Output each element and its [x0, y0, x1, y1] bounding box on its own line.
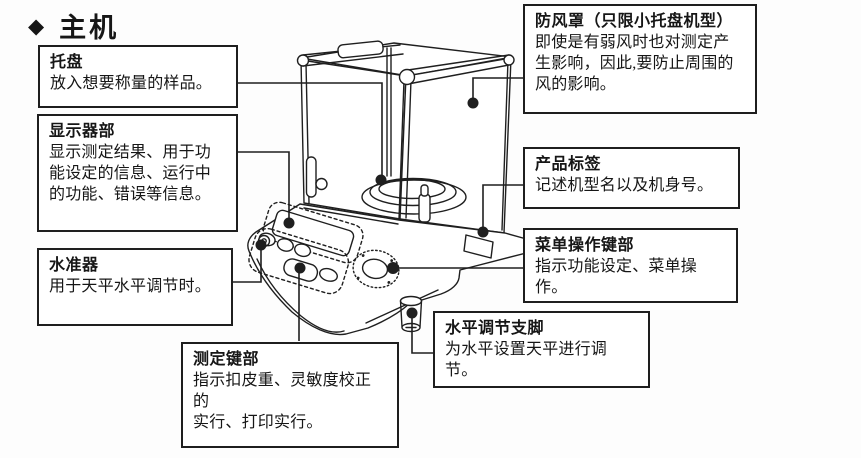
callout-pan-body: 放入想要称量的样品。 [50, 75, 213, 92]
dot-foot [406, 307, 418, 319]
callout-pan: 托盘 放入想要称量的样品。 [38, 45, 238, 108]
callout-menu-keys-body: 指示功能设定、菜单操作。 [535, 258, 698, 296]
product-label-plate [463, 234, 494, 259]
connector-pan [238, 82, 383, 178]
callout-measuring-keys-body: 指示扣皮重、灵敏度校正的 实行、打印实行。 [193, 372, 372, 431]
dot-measuring [294, 262, 306, 274]
page-title: 主机 [59, 13, 120, 43]
menu-dial [352, 249, 400, 289]
callout-menu-keys: 菜单操作键部 指示功能设定、菜单操作。 [523, 228, 738, 303]
leveling-foot-part [399, 295, 423, 333]
connector-display [238, 151, 290, 221]
callout-windshield-title: 防风罩（只限小托盘机型） [535, 13, 734, 30]
connector-level [233, 246, 262, 283]
dot-menu [387, 262, 399, 274]
callout-product-label-body: 记述机型名以及机身号。 [535, 177, 714, 194]
callout-pan-title: 托盘 [50, 54, 84, 71]
callout-measuring-keys: 测定键部 指示扣皮重、灵敏度校正的 实行、打印实行。 [181, 342, 399, 448]
callout-level-body: 用于天平水平调节时。 [49, 278, 212, 295]
callout-leveling-foot-body: 为水平设置天平进行调节。 [445, 341, 608, 379]
connector-label [482, 184, 523, 230]
draft-shield [296, 40, 515, 234]
dot-label [477, 226, 489, 238]
connector-foot [411, 315, 433, 354]
callout-windshield: 防风罩（只限小托盘机型） 即使是有弱风时也对测定产 生影响，因此,要防止周围的 … [523, 4, 757, 114]
door-handle [305, 156, 328, 198]
weighing-pan [361, 177, 467, 223]
dot-windshield [467, 97, 479, 109]
callout-level-title: 水准器 [49, 257, 99, 274]
callout-windshield-body: 即使是有弱风时也对测定产 生影响，因此,要防止周围的 风的影响。 [535, 34, 734, 93]
dot-pan [375, 174, 387, 186]
dot-display [283, 217, 295, 229]
callout-leveling-foot-title: 水平调节支脚 [445, 320, 545, 337]
callout-product-label-title: 产品标签 [535, 156, 602, 173]
callout-level: 水准器 用于天平水平调节时。 [37, 248, 233, 326]
page-heading: ◆ 主机 [28, 6, 119, 45]
callout-leveling-foot: 水平调节支脚 为水平设置天平进行调节。 [433, 311, 650, 388]
diamond-bullet-icon: ◆ [28, 14, 45, 38]
callout-connectors [233, 77, 523, 354]
connector-windshield [472, 77, 523, 101]
callout-display-body: 显示测定结果、用于功 能设定的信息、运行中 的功能、错误等信息。 [49, 144, 212, 203]
callout-product-label: 产品标签 记述机型名以及机身号。 [523, 147, 740, 209]
callout-display: 显示器部 显示测定结果、用于功 能设定的信息、运行中 的功能、错误等信息。 [37, 114, 238, 232]
callout-menu-keys-title: 菜单操作键部 [535, 237, 635, 254]
dot-level [255, 239, 267, 251]
callout-display-title: 显示器部 [49, 123, 116, 140]
callout-measuring-keys-title: 测定键部 [193, 351, 260, 368]
